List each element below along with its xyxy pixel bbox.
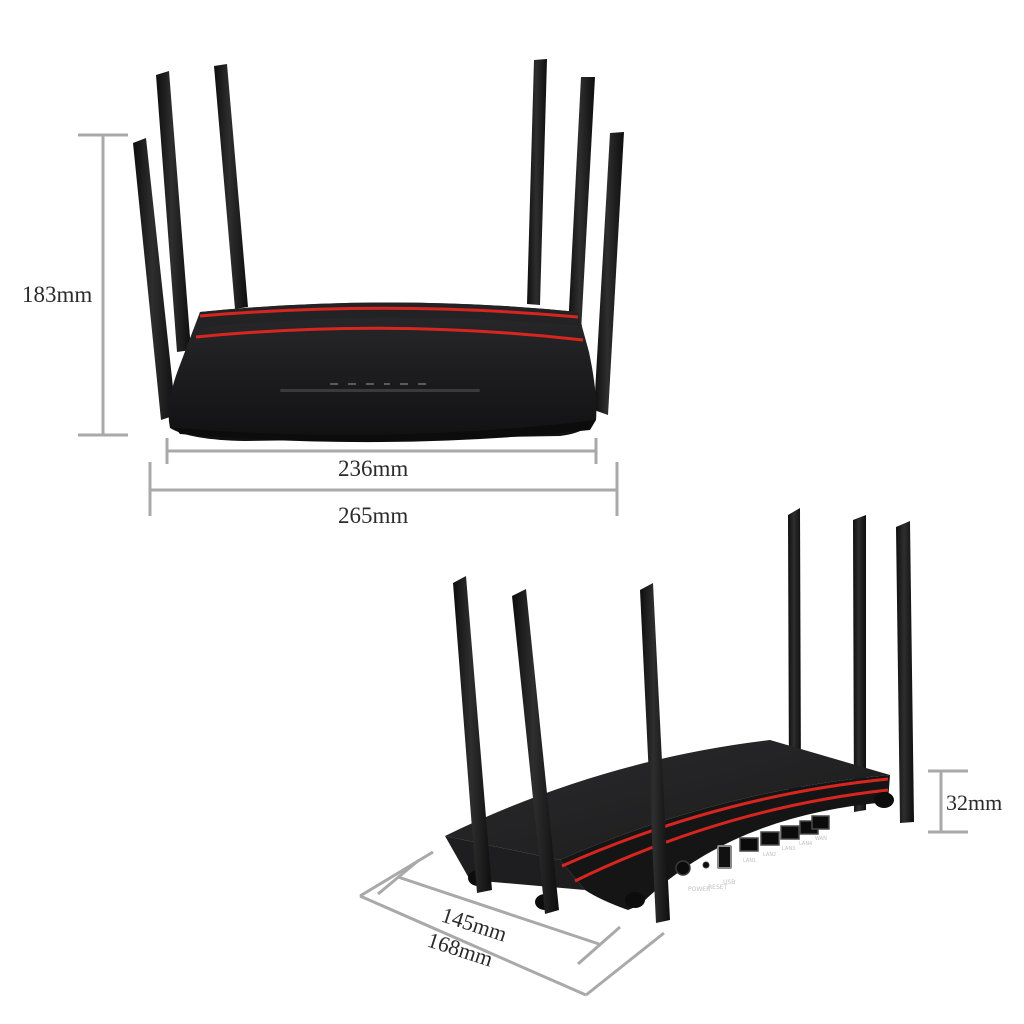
port-label-lan2: LAN2 (763, 852, 776, 858)
front-body-width-label: 236mm (338, 456, 408, 481)
front-view-router (133, 59, 624, 443)
front-overall-width-label: 265mm (338, 503, 408, 528)
port-label-lan1: LAN1 (743, 858, 756, 864)
back-antenna-front-3 (640, 583, 670, 923)
usb-port (717, 845, 732, 869)
reset-button (702, 861, 710, 869)
port-label-reset: RESET (708, 884, 728, 891)
rear-port-panel: POWER RESET USB LAN1 LAN2 LAN3 LAN4 WAN (675, 815, 830, 893)
front-antenna-left-3 (214, 64, 248, 309)
port-label-lan4: LAN4 (799, 841, 812, 847)
back-overall-depth-dimension-line (359, 850, 665, 997)
port-label-usb: USB (723, 879, 735, 886)
status-led-labels (330, 383, 426, 385)
port-label-wan: WAN (815, 836, 827, 842)
status-led-strip (280, 389, 480, 392)
back-accent-stripe-lower (574, 788, 889, 883)
back-antenna-rear-2 (853, 515, 866, 812)
back-height-label: 32mm (946, 790, 1002, 815)
front-antenna-left-1 (133, 138, 176, 420)
front-body-width-dimension-line (165, 438, 598, 464)
front-height-label: 183mm (22, 282, 92, 307)
front-antenna-right-1 (527, 59, 547, 305)
antenna-hinge (874, 792, 894, 808)
front-height-dimension-line (78, 133, 128, 437)
front-accent-stripe-upper (199, 306, 579, 319)
back-accent-stripe-upper (561, 777, 889, 868)
back-antenna-front-1 (453, 576, 492, 893)
front-accent-stripe-lower (195, 326, 584, 342)
back-antenna-front-2 (512, 589, 559, 914)
back-antenna-rear-3 (896, 521, 914, 823)
front-antenna-right-3 (594, 132, 624, 415)
antenna-hinge (625, 892, 645, 908)
port-label-power: POWER (688, 886, 710, 893)
back-height-dimension-line (928, 769, 968, 834)
power-port (675, 860, 691, 876)
back-view-router: POWER RESET USB LAN1 LAN2 LAN3 LAN4 WAN (445, 508, 914, 923)
port-label-lan3: LAN3 (782, 846, 795, 852)
front-router-body (168, 302, 597, 443)
front-antenna-left-2 (156, 71, 191, 352)
wan-port (811, 815, 830, 830)
front-overall-width-dimension-line (148, 462, 619, 516)
lan2-port (760, 831, 780, 846)
front-antenna-right-2 (567, 77, 595, 350)
lan3-port (780, 825, 800, 840)
back-router-body: POWER RESET USB LAN1 LAN2 LAN3 LAN4 WAN (445, 740, 894, 910)
back-antenna-rear-1 (788, 508, 801, 790)
lan1-port (739, 837, 759, 852)
